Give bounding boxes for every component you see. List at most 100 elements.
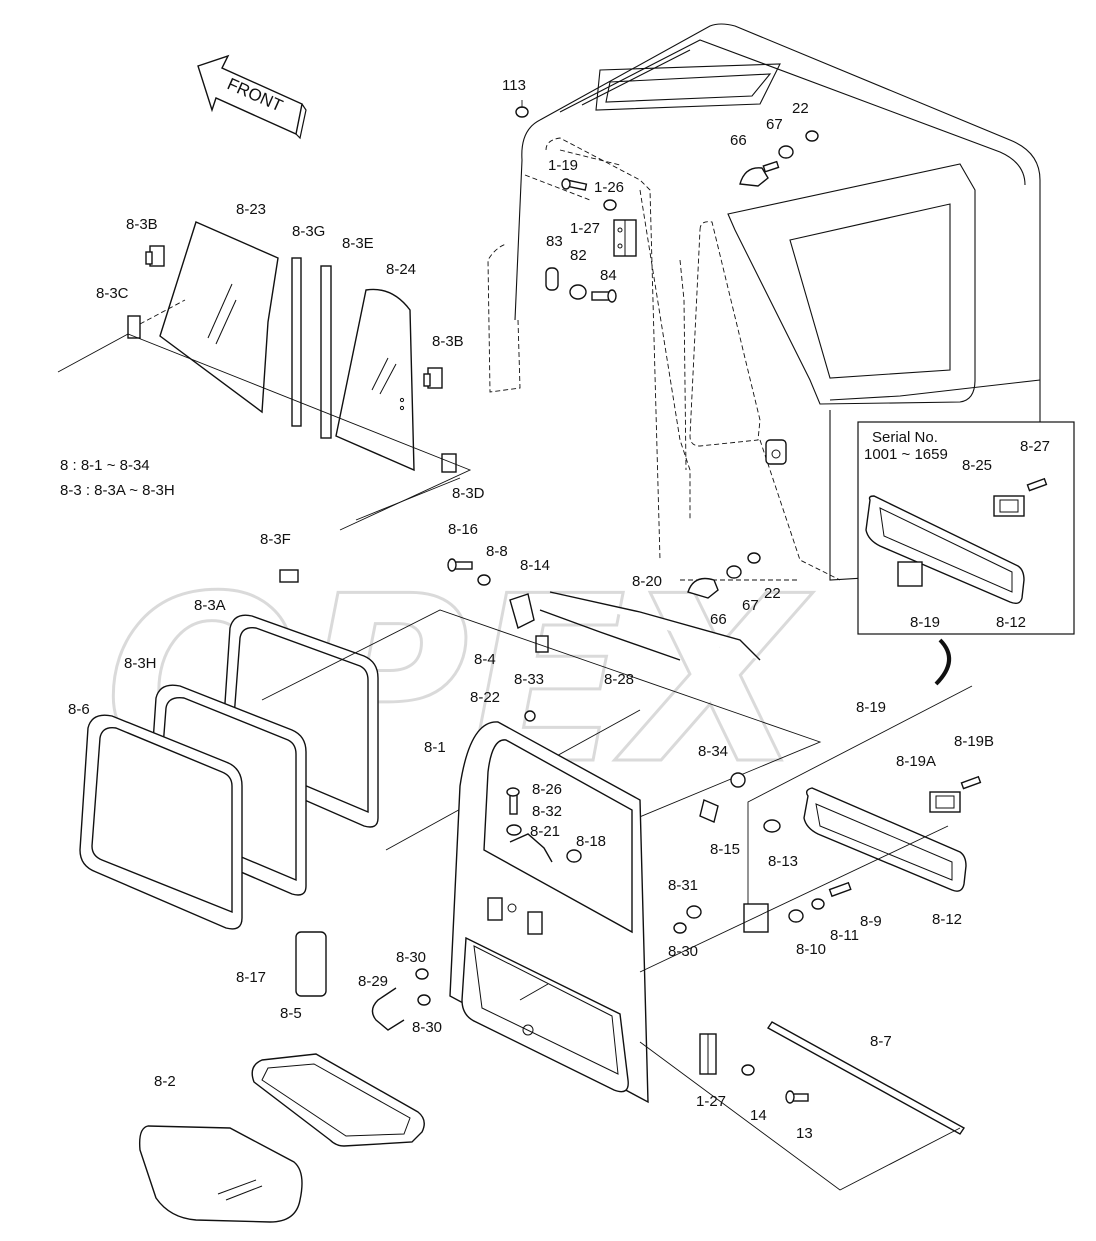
label-8-29: 8-29 <box>358 973 388 990</box>
label-22-top: 22 <box>792 100 809 117</box>
inset-title-line-2: 1001 ~ 1659 <box>864 446 948 463</box>
part-82 <box>569 284 587 300</box>
note-line-1: 8 : 8-1 ~ 8-34 <box>60 457 150 474</box>
label-8-20: 8-20 <box>632 573 662 590</box>
label-8-13: 8-13 <box>768 853 798 870</box>
inset-part-8-27 <box>1026 477 1048 492</box>
label-8-30-lower: 8-30 <box>412 1019 442 1036</box>
label-8-16: 8-16 <box>448 521 478 538</box>
label-22-mid: 22 <box>764 585 781 602</box>
label-8-9: 8-9 <box>860 913 882 930</box>
label-8-33: 8-33 <box>514 671 544 688</box>
part-8-30-lower <box>417 994 431 1006</box>
part-1-26 <box>603 199 617 211</box>
cab-outline <box>487 23 1041 581</box>
part-8-22 <box>524 710 536 722</box>
part-8-20-rod <box>549 591 761 661</box>
inset-part-8-25 <box>993 495 1025 517</box>
part-1-27-hinge <box>613 219 637 257</box>
label-8-3D: 8-3D <box>452 485 485 502</box>
label-8-19: 8-19 <box>856 699 886 716</box>
label-8-19A: 8-19A <box>896 753 936 770</box>
label-8-27: 8-27 <box>1020 438 1050 455</box>
label-8-3B-left: 8-3B <box>126 216 158 233</box>
label-8-31: 8-31 <box>668 877 698 894</box>
label-8-30-upper: 8-30 <box>396 949 426 966</box>
label-8-28: 8-28 <box>604 671 634 688</box>
note-line-2: 8-3 : 8-3A ~ 8-3H <box>60 482 175 499</box>
label-13: 13 <box>796 1125 813 1142</box>
serial-inset-box: Serial No. 1001 ~ 1659 8-27 8-25 8-19 8-… <box>857 421 1075 635</box>
label-8-1: 8-1 <box>424 739 446 756</box>
part-8-3G-strip <box>291 257 302 427</box>
part-84 <box>591 289 617 303</box>
label-8-4: 8-4 <box>474 651 496 668</box>
label-1-27-top: 1-27 <box>570 220 600 237</box>
label-83: 83 <box>546 233 563 250</box>
label-8-3H: 8-3H <box>124 655 157 672</box>
label-82: 82 <box>570 247 587 264</box>
part-8-7-strip <box>766 1021 966 1135</box>
label-8-2: 8-2 <box>154 1073 176 1090</box>
label-8-12-right: 8-12 <box>932 911 962 928</box>
part-13-bolt <box>785 1090 809 1104</box>
label-8-17: 8-17 <box>236 969 266 986</box>
part-8-16-bolt <box>447 558 473 572</box>
label-8-21: 8-21 <box>530 823 560 840</box>
part-66-light-top <box>739 130 819 187</box>
part-8-29-ubolt <box>371 987 405 1031</box>
label-8-32: 8-32 <box>532 803 562 820</box>
part-83 <box>545 267 559 291</box>
label-8-14: 8-14 <box>520 557 550 574</box>
label-8-3F: 8-3F <box>260 531 291 548</box>
inset-title-line-1: Serial No. <box>872 429 938 446</box>
part-1-27-hinge-lower <box>699 1033 717 1075</box>
label-8-34: 8-34 <box>698 743 728 760</box>
label-8-15: 8-15 <box>710 841 740 858</box>
label-8-11: 8-11 <box>830 927 859 944</box>
part-8-3E-strip <box>320 265 332 439</box>
part-8-32 <box>506 824 522 836</box>
part-8-30-upper <box>415 968 429 980</box>
label-8-18: 8-18 <box>576 833 606 850</box>
label-84: 84 <box>600 267 617 284</box>
part-8-12-panel <box>803 787 967 892</box>
inset-part-8-19 <box>897 561 923 587</box>
part-66-light-mid <box>687 552 761 599</box>
label-66-mid: 66 <box>710 611 727 628</box>
part-8-3B-clip-right <box>423 367 443 389</box>
part-8-18 <box>566 849 582 863</box>
label-8-5: 8-5 <box>280 1005 302 1022</box>
label-8-3G: 8-3G <box>292 223 325 240</box>
label-8-8: 8-8 <box>486 543 508 560</box>
part-8-30-right <box>673 922 687 934</box>
label-113: 113 <box>502 77 526 94</box>
part-8-3F-block <box>279 569 299 583</box>
part-8-11 <box>811 898 825 910</box>
label-8-23: 8-23 <box>236 201 266 218</box>
part-8-2-glass <box>138 1125 303 1223</box>
part-8-17-cover <box>295 931 327 997</box>
part-8-19A-handle <box>929 791 961 813</box>
label-1-19: 1-19 <box>548 157 578 174</box>
part-8-19B-screw <box>960 775 982 790</box>
part-8-3B-clip-left <box>145 245 165 267</box>
part-8-19-bracket <box>743 903 769 933</box>
label-8-7: 8-7 <box>870 1033 892 1050</box>
label-8-6: 8-6 <box>68 701 90 718</box>
label-8-3B-right: 8-3B <box>432 333 464 350</box>
part-8-6-frame <box>79 714 243 930</box>
part-8-3D-clip <box>441 453 457 473</box>
label-8-10: 8-10 <box>796 941 826 958</box>
part-8-14-lock <box>509 593 535 630</box>
label-67-mid: 67 <box>742 597 759 614</box>
part-8-28-rod <box>539 609 681 661</box>
part-8-23-glass <box>159 221 279 414</box>
label-8-3C: 8-3C <box>96 285 129 302</box>
label-1-27-lower: 1-27 <box>696 1093 726 1110</box>
label-8-3E: 8-3E <box>342 235 374 252</box>
label-8-19B: 8-19B <box>954 733 994 750</box>
part-8-33 <box>535 635 549 653</box>
label-14: 14 <box>750 1107 767 1124</box>
label-8-3A: 8-3A <box>194 597 226 614</box>
